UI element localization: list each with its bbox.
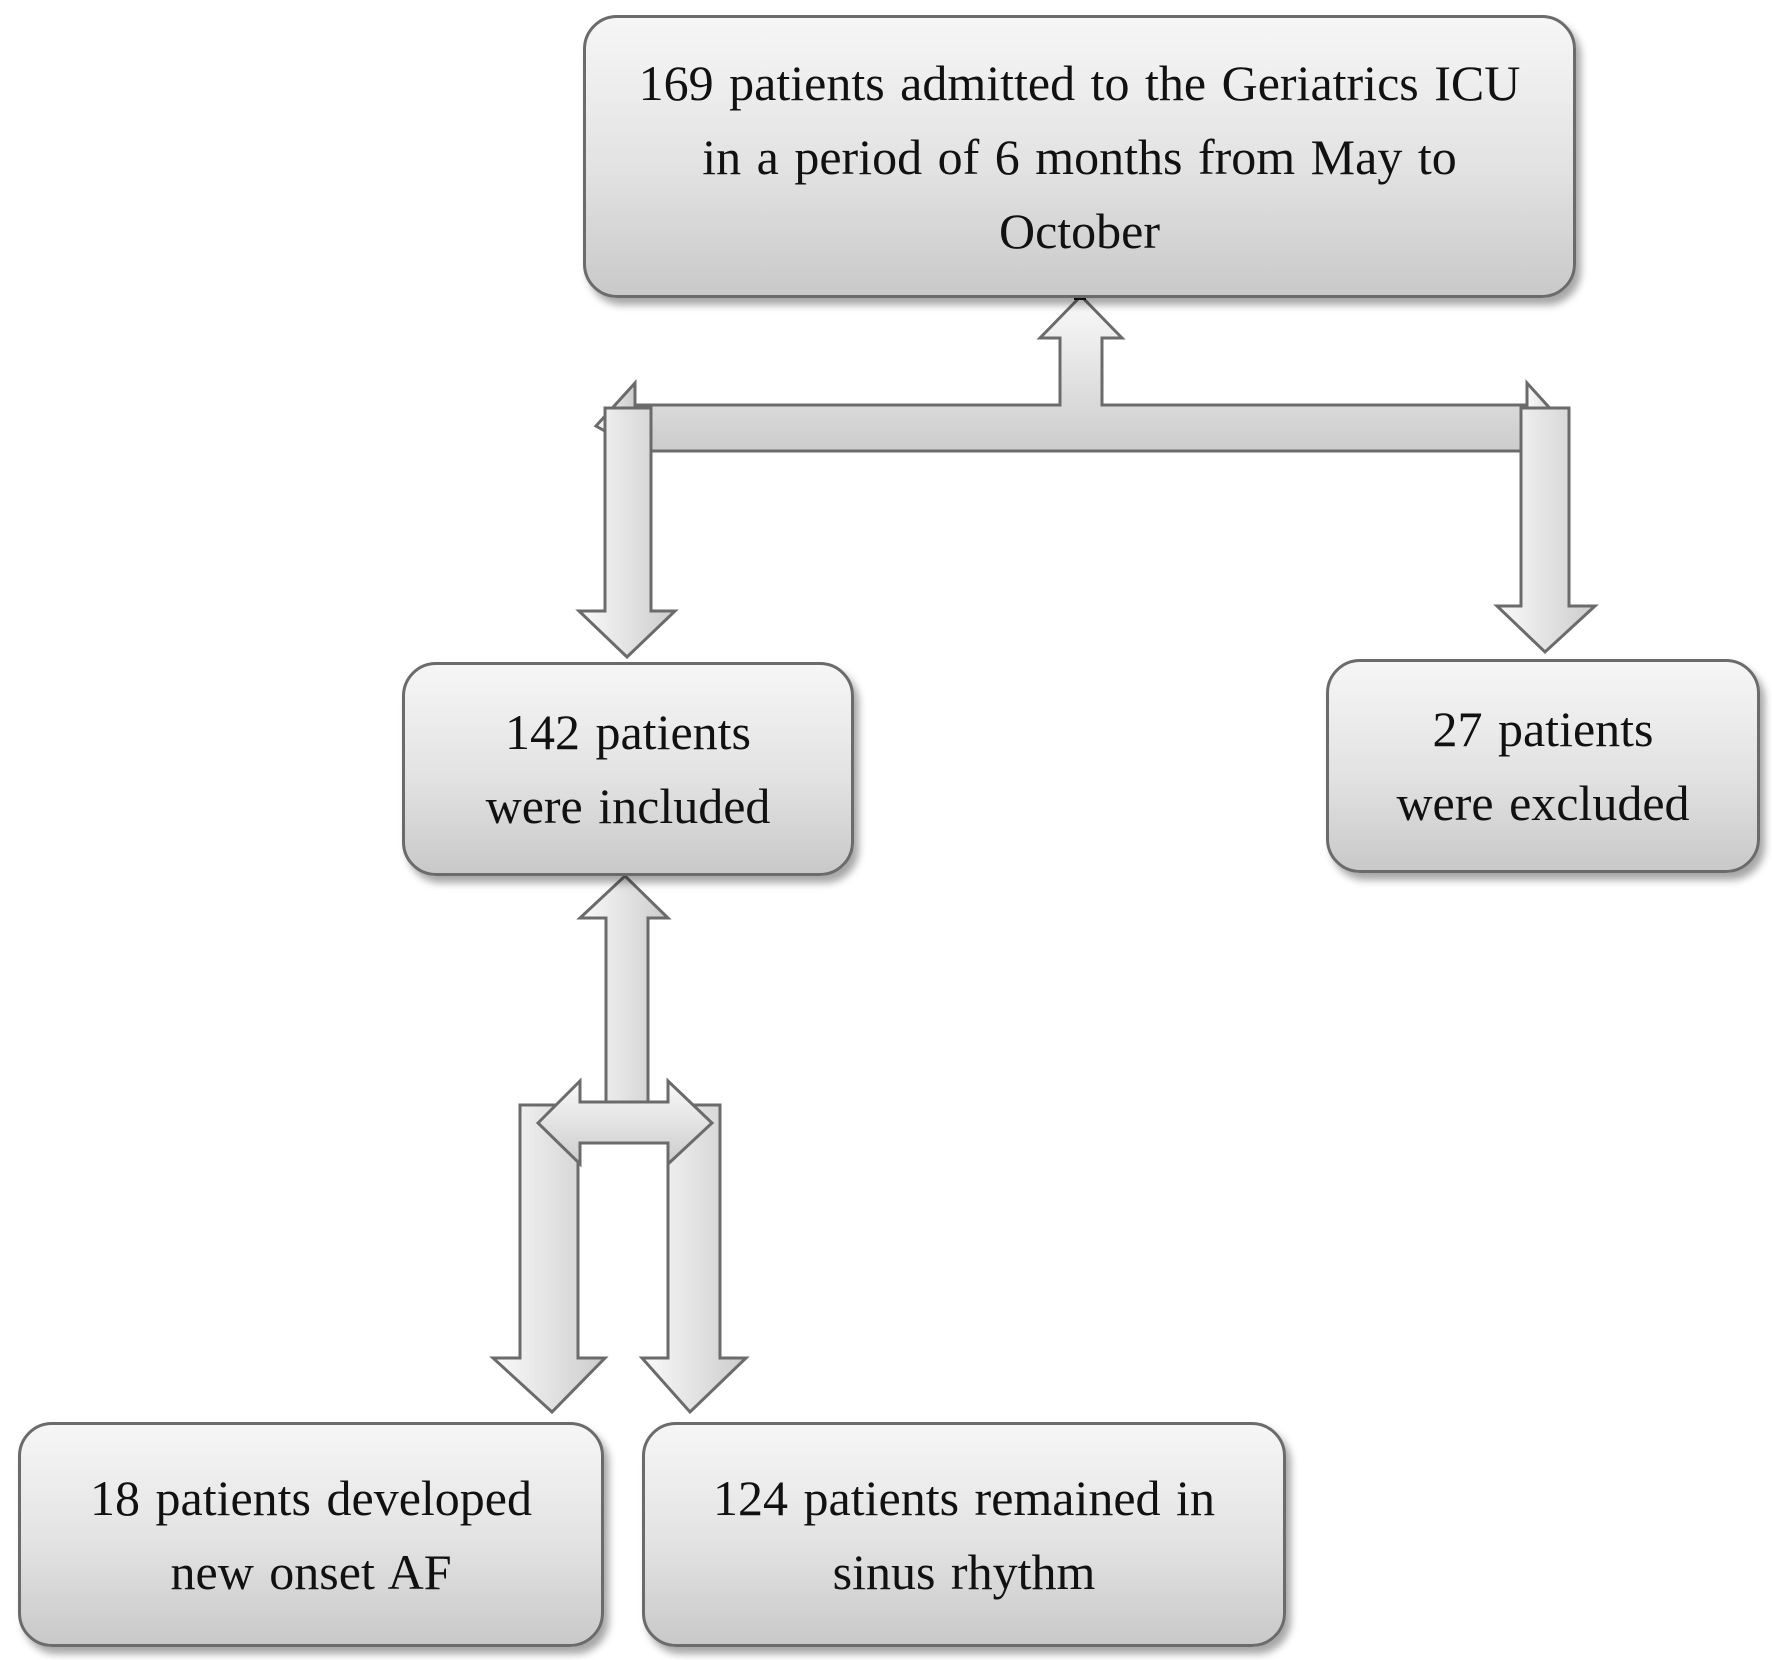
down-arrow-af [489,1103,609,1415]
new-onset-af-box: 18 patients developed new onset AF [18,1422,604,1647]
included-patients-text: 142 patients were included [485,704,771,834]
up-arrow-included [576,873,672,1104]
up-arrow-with-bar [633,293,1529,453]
down-arrow-excluded [1493,406,1599,655]
split-arrow-top [593,290,1569,453]
excluded-patients-text: 27 patients were excluded [1396,701,1690,831]
double-arrow-junction [535,1077,715,1168]
excluded-patients-box: 27 patients were excluded [1326,659,1760,873]
admitted-patients-box: 169 patients admitted to the Geriatrics … [583,15,1576,298]
down-arrow-sinus [638,1103,750,1415]
included-patients-box: 142 patients were included [402,662,854,876]
down-arrow-included [575,406,679,660]
new-onset-af-text: 18 patients developed new onset AF [90,1469,532,1600]
admitted-patients-text: 169 patients admitted to the Geriatrics … [638,54,1521,259]
sinus-rhythm-text: 124 patients remained in sinus rhythm [713,1469,1215,1600]
sinus-rhythm-box: 124 patients remained in sinus rhythm [642,1422,1286,1647]
